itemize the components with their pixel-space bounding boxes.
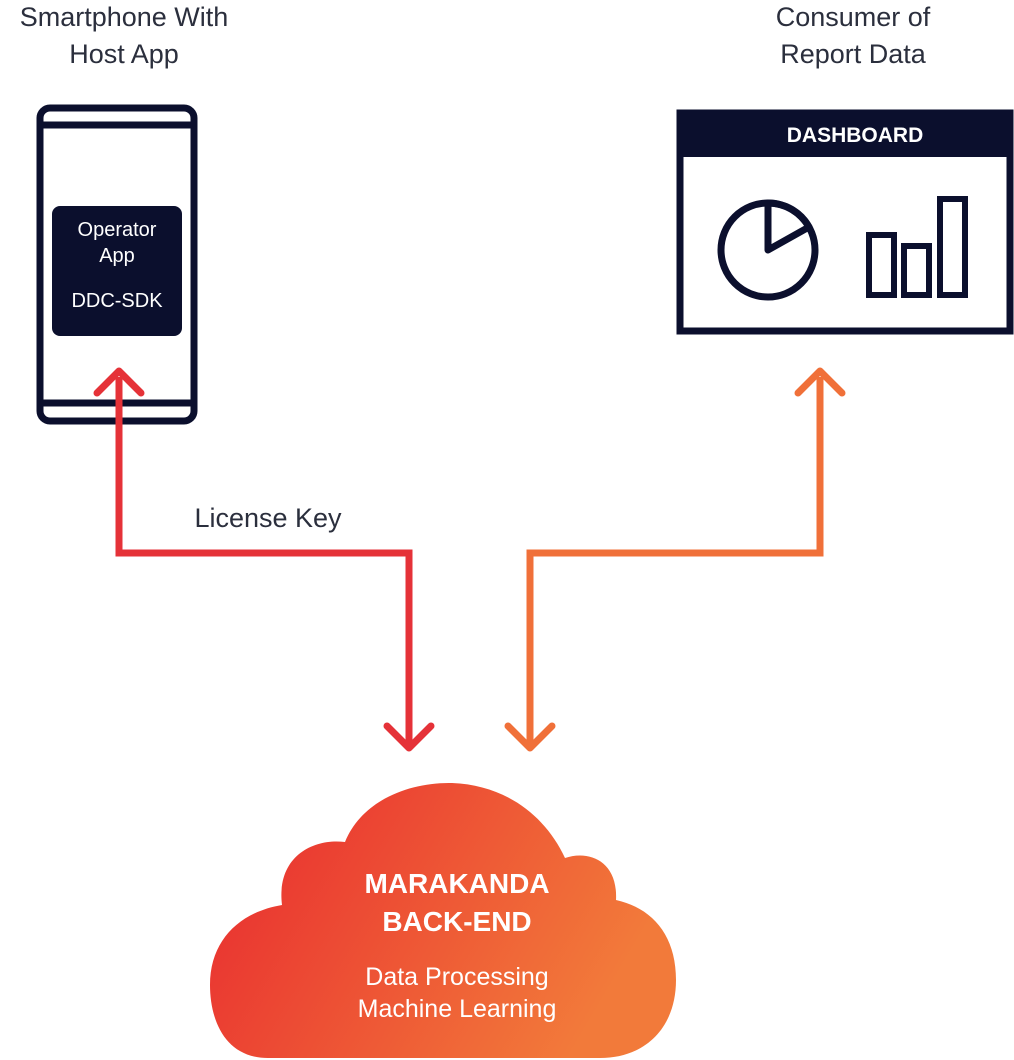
consumer-title-line1: Consumer of	[776, 2, 931, 32]
report-data-arrowhead-up	[794, 367, 846, 397]
backend-sub-line1: Data Processing	[365, 963, 548, 991]
license-key-label: License Key	[194, 503, 342, 533]
dashboard: DASHBOARD	[676, 109, 1014, 335]
report-data-connector	[504, 367, 846, 752]
smartphone: Operator App DDC-SDK	[36, 104, 198, 425]
dashboard-header	[680, 113, 1010, 157]
license-key-arrow-line	[115, 377, 413, 745]
dashboard-label: DASHBOARD	[787, 124, 924, 147]
license-key-arrowhead-down	[383, 722, 435, 752]
cloud-shape	[210, 782, 676, 1058]
backend-cloud: MARAKANDA BACK-END Data Processing Machi…	[210, 782, 676, 1058]
license-key-connector	[93, 367, 435, 752]
phone-title-line2: Host App	[69, 39, 179, 69]
report-data-arrow-line	[526, 377, 824, 745]
consumer-title-line2: Report Data	[780, 39, 927, 69]
backend-sub-line2: Machine Learning	[358, 995, 557, 1023]
phone-title-line1: Smartphone With	[20, 2, 229, 32]
operator-app-box	[52, 206, 182, 336]
report-data-arrowhead-down	[504, 722, 556, 752]
pie-chart-icon	[717, 199, 819, 301]
license-key-arrowhead-up	[93, 367, 145, 397]
operator-app-line2: App	[99, 245, 135, 267]
bar-chart-icon	[866, 196, 968, 298]
backend-title-line2: BACK-END	[382, 906, 531, 937]
sdk-label: DDC-SDK	[71, 290, 163, 312]
backend-title-line1: MARAKANDA	[364, 868, 549, 899]
operator-app-line1: Operator	[78, 219, 157, 241]
